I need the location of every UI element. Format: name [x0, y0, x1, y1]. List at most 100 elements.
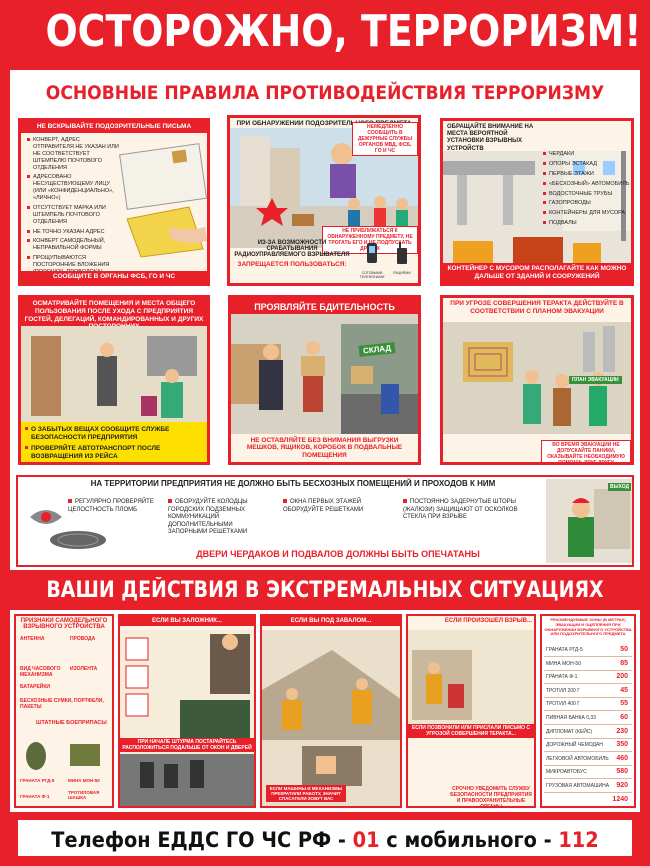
list-item: АДРЕСОВАНО НЕСУЩЕСТВУЮЩЕМУ ЛИЦУ (ИЛИ «КО…: [27, 174, 119, 202]
territory-item-3: ОКНА ПЕРВЫХ ЭТАЖЕЙ ОБОРУДУЙТЕ РЕШЕТКАМИ: [283, 499, 364, 513]
list-item: ПОДВАЛЫ: [543, 220, 631, 227]
bomb-signs-card: ПРИЗНАКИ САМОДЕЛЬНОГО ВЗРЫВНОГО УСТРОЙСТ…: [14, 614, 114, 808]
hostage-scene: [120, 630, 254, 806]
warehouse-scene: [231, 314, 418, 434]
phone-number-landline: 01: [352, 828, 380, 852]
card-evacuation: ПРИ УГРОЗЕ СОВЕРШЕНИЯ ТЕРАКТА ДЕЙСТВУЙТЕ…: [440, 295, 634, 465]
evacuation-zones-card: РЕКОМЕНДУЕМЫЕ ЗОНЫ (В МЕТРАХ) ЭВАКУАЦИИ …: [540, 614, 636, 808]
label-antenna: АНТЕННА: [20, 636, 45, 642]
seal-icon: [30, 510, 62, 524]
zone-distance: 920: [616, 782, 628, 789]
hostage-head: ЕСЛИ ВЫ ЗАЛОЖНИК...: [120, 616, 254, 626]
actions-panel: ПРИЗНАКИ САМОДЕЛЬНОГО ВЗРЫВНОГО УСТРОЙСТ…: [10, 610, 640, 812]
phone-label: Телефон ЕДДС ГО ЧС РФ -: [51, 828, 353, 852]
explosion-head: ЕСЛИ ПРОИЗОШЕЛ ВЗРЫВ...: [408, 616, 534, 626]
card-places-head: ОБРАЩАЙТЕ ВНИМАНИЕ НА МЕСТА ВЕРОЯТНОЙ УС…: [447, 124, 534, 152]
zone-row: 1240: [544, 794, 632, 806]
rubble-head: ЕСЛИ ВЫ ПОД ЗАВАЛОМ...: [262, 616, 400, 626]
card-evacuation-foot: ВО ВРЕМЯ ЭВАКУАЦИИ НЕ ДОПУСКАЙТЕ ПАНИКИ,…: [541, 440, 631, 462]
territory-head: НА ТЕРРИТОРИИ ПРЕДПРИЯТИЯ НЕ ДОЛЖНО БЫТЬ…: [90, 479, 496, 488]
label-f1: ГРАНАТА Ф-1: [20, 794, 50, 799]
phone-line: Телефон ЕДДС ГО ЧС РФ - 01 с мобильного …: [43, 828, 608, 852]
zone-row: ДИПЛОМАТ (КЕЙС) 230: [544, 726, 632, 739]
list-item: ГАЗОПРОВОДЫ: [543, 200, 631, 207]
rubble-foot: ЕСЛИ МАШИНЫ И МЕХАНИЗМЫ ПРЕКРАТИЛИ РАБОТ…: [266, 785, 346, 802]
zone-distance: 350: [616, 741, 628, 749]
card-suspicious-head: ПРИ ОБНАРУЖЕНИИ ПОДОЗРИТЕЛЬНОГО ПРЕДМЕТА: [230, 118, 418, 130]
evacuation-zones-head: РЕКОМЕНДУЕМЫЕ ЗОНЫ (В МЕТРАХ) ЭВАКУАЦИИ …: [542, 616, 634, 640]
list-item: ПЕРВЫЕ ЭТАЖИ: [543, 171, 631, 178]
card-suspicious: ПРИ ОБНАРУЖЕНИИ ПОДОЗРИТЕЛЬНОГО ПРЕДМЕТА…: [227, 115, 421, 286]
card-vigilance: ПРОЯВЛЯЙТЕ БДИТЕЛЬНОСТЬ СКЛАД НЕ ОСТАВЛЯ…: [228, 295, 421, 465]
zone-label: ДОРОЖНЫЙ ЧЕМОДАН: [546, 742, 603, 749]
card-letters: НЕ ВСКРЫВАЙТЕ ПОДОЗРИТЕЛЬНЫЕ ПИСЬМА КОНВ…: [18, 118, 210, 286]
card-letters-foot: СООБЩИТЕ В ОРГАНЫ ФСБ, ГО И ЧС: [21, 271, 207, 283]
evacuation-plan-sign: ПЛАН ЭВАКУАЦИИ: [569, 376, 622, 384]
hostage-card: ЕСЛИ ВЫ ЗАЛОЖНИК... ПРИ НАЧАЛЕ ШТУРМА ПО…: [118, 614, 256, 808]
list-item: КОНВЕРТ САМОДЕЛЬНЫЙ, НЕПРАВИЛЬНОЙ ФОРМЫ: [27, 238, 119, 252]
rules-title: ОСНОВНЫЕ ПРАВИЛА ПРОТИВОДЕЙСТВИЯ ТЕРРОРИ…: [45, 82, 605, 104]
manhole-icon: [50, 531, 106, 549]
list-item: «БЕСХОЗНЫЙ» АВТОМОБИЛЬ: [543, 181, 631, 188]
radio-fuse-note: ИЗ-ЗА ВОЗМОЖНОСТИ СРАБАТЫВАНИЯ РАДИОУПРА…: [234, 240, 350, 258]
zone-row: ПИВНАЯ БАНКА 0,33 60: [544, 712, 632, 725]
card-vigilance-head: ПРОЯВЛЯЙТЕ БДИТЕЛЬНОСТЬ: [231, 298, 418, 317]
zone-distance: 230: [616, 727, 628, 735]
card-vigilance-foot: НЕ ОСТАВЛЯЙТЕ БЕЗ ВНИМАНИЯ ВЫГРУЗКИ МЕШК…: [231, 434, 418, 462]
list-item: ОПОРЫ ЭСТАКАД: [543, 161, 631, 168]
zone-label: МИНА МОН-50: [546, 660, 581, 667]
zone-distance: 580: [616, 768, 628, 776]
list-item: ПРОВЕРЯЙТЕ АВТОТРАНСПОРТ ПОСЛЕ ВОЗВРАЩЕН…: [25, 445, 205, 461]
zone-distance: 200: [616, 673, 628, 681]
list-item: ЧЕРДАКИ: [543, 151, 631, 158]
poster-title: ОСТОРОЖНО, ТЕРРОРИЗМ!: [45, 6, 642, 57]
rubble-scene: [262, 630, 400, 806]
zone-label: ГРАНАТА РГД-5: [546, 647, 583, 653]
card-inspect-notes: О ЗАБЫТЫХ ВЕЩАХ СООБЩИТЕ СЛУЖБЕ БЕЗОПАСН…: [21, 422, 207, 462]
card-evacuation-head: ПРИ УГРОЗЕ СОВЕРШЕНИЯ ТЕРАКТА ДЕЙСТВУЙТЕ…: [443, 298, 631, 318]
zone-row: ДОРОЖНЫЙ ЧЕМОДАН 350: [544, 739, 632, 753]
zone-row: МИНА МОН-50 85: [544, 658, 632, 671]
zone-distance: 60: [620, 714, 628, 721]
territory-section: НА ТЕРРИТОРИИ ПРЕДПРИЯТИЯ НЕ ДОЛЖНО БЫТЬ…: [16, 475, 634, 567]
phone-icon: СОТОВЫМИ ТЕЛЕФОНАМИ: [358, 242, 386, 279]
phone-bar: Телефон ЕДДС ГО ЧС РФ - 01 с мобильного …: [16, 818, 634, 858]
envelope-illustration: [119, 143, 207, 258]
card-letters-head: НЕ ВСКРЫВАЙТЕ ПОДОЗРИТЕЛЬНЫЕ ПИСЬМА: [21, 121, 207, 133]
zone-distance: 55: [620, 700, 628, 708]
list-item: КОНТЕЙНЕРЫ ДЛЯ МУСОРА: [543, 210, 631, 217]
explosion-note: СРОЧНО УВЕДОМИТЬ СЛУЖБУ БЕЗОПАСНОСТИ ПРЕ…: [450, 786, 532, 808]
label-rgd5: ГРАНАТА РГД-5: [20, 778, 55, 783]
callout-report: НЕМЕДЛЕННО СООБЩИТЬ В ДЕЖУРНЫЕ СЛУЖБЫ ОР…: [352, 122, 418, 156]
worker-illustration: [546, 479, 632, 563]
list-item: О ЗАБЫТЫХ ВЕЩАХ СООБЩИТЕ СЛУЖБЕ БЕЗОПАСН…: [25, 426, 205, 442]
explosion-scene: [408, 630, 534, 730]
zone-label: ТРОТИЛ 400 Г: [546, 701, 580, 708]
zone-label: ДИПЛОМАТ (КЕЙС): [546, 728, 593, 735]
territory-item-4: ПОСТОЯННО ЗАДЕРНУТЫЕ ШТОРЫ (ЖАЛЮЗИ) ЗАЩИ…: [403, 499, 518, 520]
card-places-list: ЧЕРДАКИ ОПОРЫ ЭСТАКАД ПЕРВЫЕ ЭТАЖИ «БЕСХ…: [543, 151, 631, 230]
exit-sign: ВЫХОД: [608, 483, 632, 491]
zone-label: ЛЕГКОВОЙ АВТОМОБИЛЬ: [546, 755, 609, 762]
label-tnt: ТРОТИЛОВАЯ ШАШКА: [68, 790, 100, 800]
overpass-scene: [443, 151, 631, 276]
list-item: КОНВЕРТ, АДРЕС ОТПРАВИТЕЛЯ НЕ УКАЗАН ИЛИ…: [27, 137, 119, 171]
prohibited-label: ЗАПРЕЩАЕТСЯ ПОЛЬЗОВАТЬСЯ:: [237, 261, 347, 268]
zone-distance: 85: [620, 659, 628, 667]
office-scene: [21, 326, 207, 426]
zone-label: ПИВНАЯ БАНКА 0,33: [546, 715, 596, 721]
label-ammo: ШТАТНЫЕ БОЕПРИПАСЫ: [36, 720, 107, 726]
evacuation-scene: [443, 322, 631, 434]
label-clock: ВИД ЧАСОВОГО МЕХАНИЗМА: [20, 666, 61, 678]
territory-foot: ДВЕРИ ЧЕРДАКОВ И ПОДВАЛОВ ДОЛЖНЫ БЫТЬ ОП…: [196, 549, 480, 559]
card-places-foot: КОНТЕЙНЕР С МУСОРОМ РАСПОЛАГАЙТЕ КАК МОЖ…: [443, 263, 631, 283]
list-item: ОТСУТСТВУЕТ МАРКА ИЛИ ШТЕМПЕЛЬ ПОЧТОВОГО…: [27, 205, 119, 226]
grenades-icon: [26, 742, 100, 770]
zone-distance: 45: [620, 686, 628, 694]
